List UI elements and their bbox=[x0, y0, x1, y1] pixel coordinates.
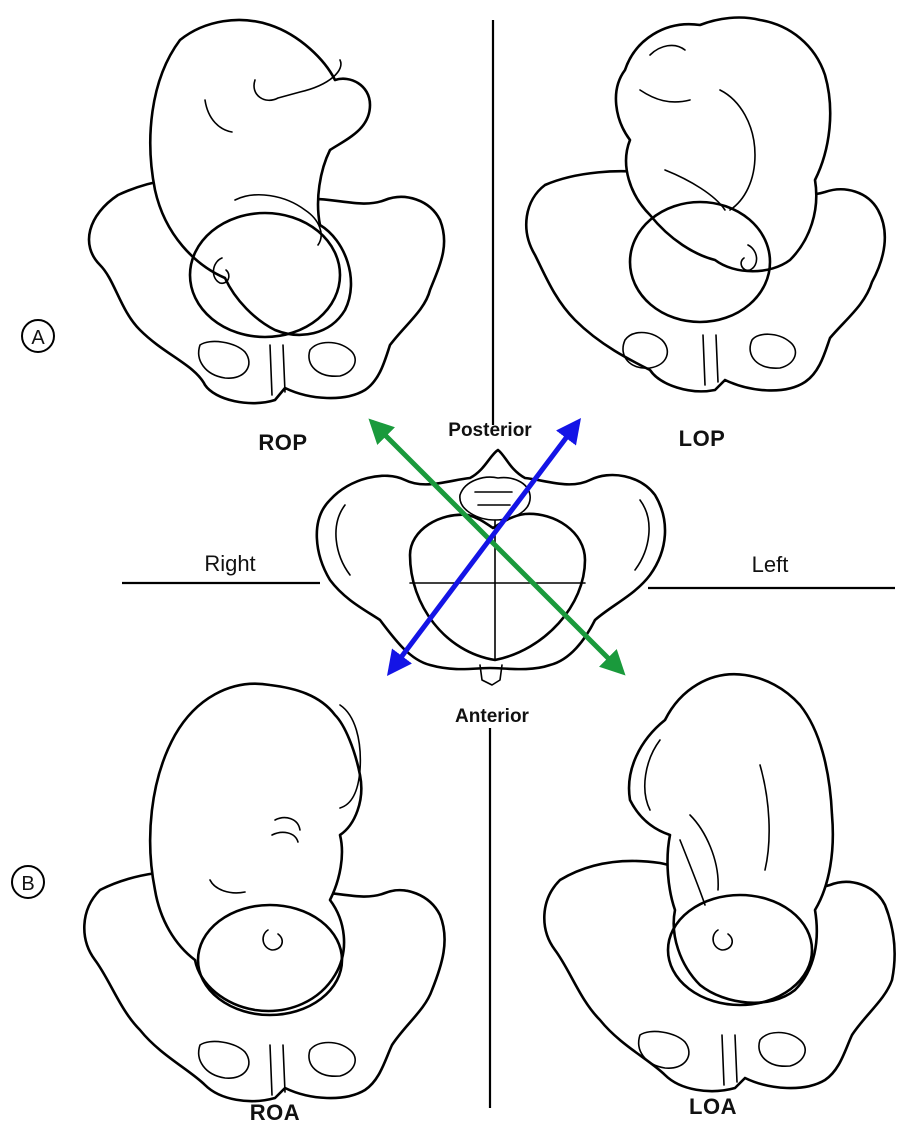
blue-diagonal-arrow bbox=[390, 422, 578, 672]
pelvis-fetus-roa bbox=[84, 684, 444, 1101]
label-loa: LOA bbox=[689, 1094, 737, 1119]
label-left: Left bbox=[752, 552, 789, 577]
central-pelvis bbox=[317, 450, 665, 685]
label-roa: ROA bbox=[250, 1100, 300, 1125]
pelvis-fetus-loa bbox=[544, 674, 894, 1091]
panel-marker-b: B bbox=[12, 866, 44, 898]
label-right: Right bbox=[204, 551, 255, 576]
panel-marker-b-label: B bbox=[21, 873, 34, 895]
label-anterior: Anterior bbox=[455, 706, 530, 727]
panel-marker-a: A bbox=[22, 320, 54, 352]
label-lop: LOP bbox=[679, 426, 726, 451]
panel-marker-a-label: A bbox=[31, 327, 45, 349]
label-posterior: Posterior bbox=[448, 420, 532, 441]
label-rop: ROP bbox=[258, 430, 307, 455]
green-diagonal-arrow bbox=[372, 422, 622, 672]
pelvis-fetus-lop bbox=[526, 18, 885, 392]
pelvis-fetus-rop bbox=[89, 20, 444, 403]
